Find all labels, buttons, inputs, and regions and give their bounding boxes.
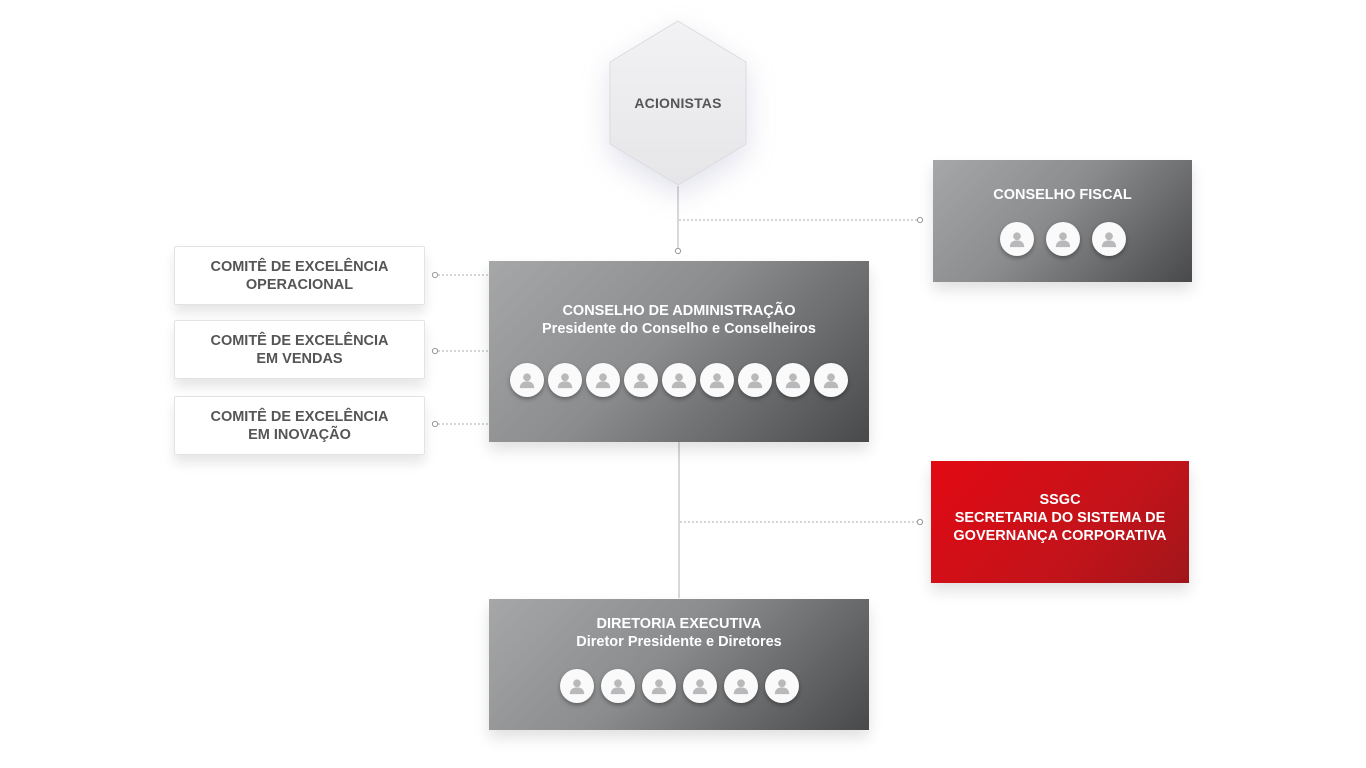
- committee-sales-line2: EM VENDAS: [256, 350, 343, 367]
- shareholders-node: ACIONISTAS: [608, 20, 748, 186]
- person-avatar-icon: [700, 363, 734, 397]
- board-title: CONSELHO DE ADMINISTRAÇÃO: [562, 303, 796, 319]
- secretariat-box: SSGC SECRETARIA DO SISTEMA DE GOVERNANÇA…: [931, 461, 1189, 583]
- person-avatar-icon: [738, 363, 772, 397]
- person-avatar-icon: [682, 669, 717, 703]
- board-members: [489, 363, 869, 397]
- secretariat-name-line2: GOVERNANÇA CORPORATIVA: [953, 528, 1167, 544]
- person-avatar-icon: [510, 363, 544, 397]
- committee-sales-line1: COMITÊ DE EXCELÊNCIA: [210, 332, 389, 349]
- committee-sales: COMITÊ DE EXCELÊNCIA EM VENDAS: [174, 320, 425, 379]
- person-avatar-icon: [559, 669, 594, 703]
- committee-innovation-line2: EM INOVAÇÃO: [248, 426, 351, 443]
- person-avatar-icon: [1091, 222, 1126, 256]
- person-avatar-icon: [624, 363, 658, 397]
- committee-innovation: COMITÊ DE EXCELÊNCIA EM INOVAÇÃO: [174, 396, 425, 455]
- committee-operational-line2: OPERACIONAL: [245, 276, 354, 293]
- shareholders-label: ACIONISTAS: [634, 95, 722, 111]
- executive-board-title: DIRETORIA EXECUTIVA: [596, 616, 762, 632]
- person-avatar-icon: [600, 669, 635, 703]
- person-avatar-icon: [586, 363, 620, 397]
- person-avatar-icon: [641, 669, 676, 703]
- secretariat-acronym: SSGC: [1039, 492, 1081, 508]
- board-subtitle: Presidente do Conselho e Conselheiros: [542, 321, 816, 337]
- committee-operational: COMITÊ DE EXCELÊNCIA OPERACIONAL: [174, 246, 425, 305]
- fiscal-council-box: CONSELHO FISCAL: [933, 160, 1192, 282]
- committee-operational-line1: COMITÊ DE EXCELÊNCIA: [210, 258, 389, 275]
- person-avatar-icon: [662, 363, 696, 397]
- person-avatar-icon: [814, 363, 848, 397]
- fiscal-council-title: CONSELHO FISCAL: [993, 187, 1132, 203]
- person-avatar-icon: [776, 363, 810, 397]
- fiscal-council-members: [933, 222, 1192, 256]
- person-avatar-icon: [1045, 222, 1080, 256]
- executive-board-members: [489, 669, 869, 703]
- board-box: CONSELHO DE ADMINISTRAÇÃO Presidente do …: [489, 261, 869, 442]
- person-avatar-icon: [999, 222, 1034, 256]
- person-avatar-icon: [548, 363, 582, 397]
- committee-innovation-line1: COMITÊ DE EXCELÊNCIA: [210, 408, 389, 425]
- person-avatar-icon: [764, 669, 799, 703]
- executive-board-subtitle: Diretor Presidente e Diretores: [576, 634, 782, 650]
- person-avatar-icon: [723, 669, 758, 703]
- hexagon-shape: [609, 20, 747, 186]
- secretariat-name-line1: SECRETARIA DO SISTEMA DE: [954, 510, 1166, 526]
- executive-board-box: DIRETORIA EXECUTIVA Diretor Presidente e…: [489, 599, 869, 730]
